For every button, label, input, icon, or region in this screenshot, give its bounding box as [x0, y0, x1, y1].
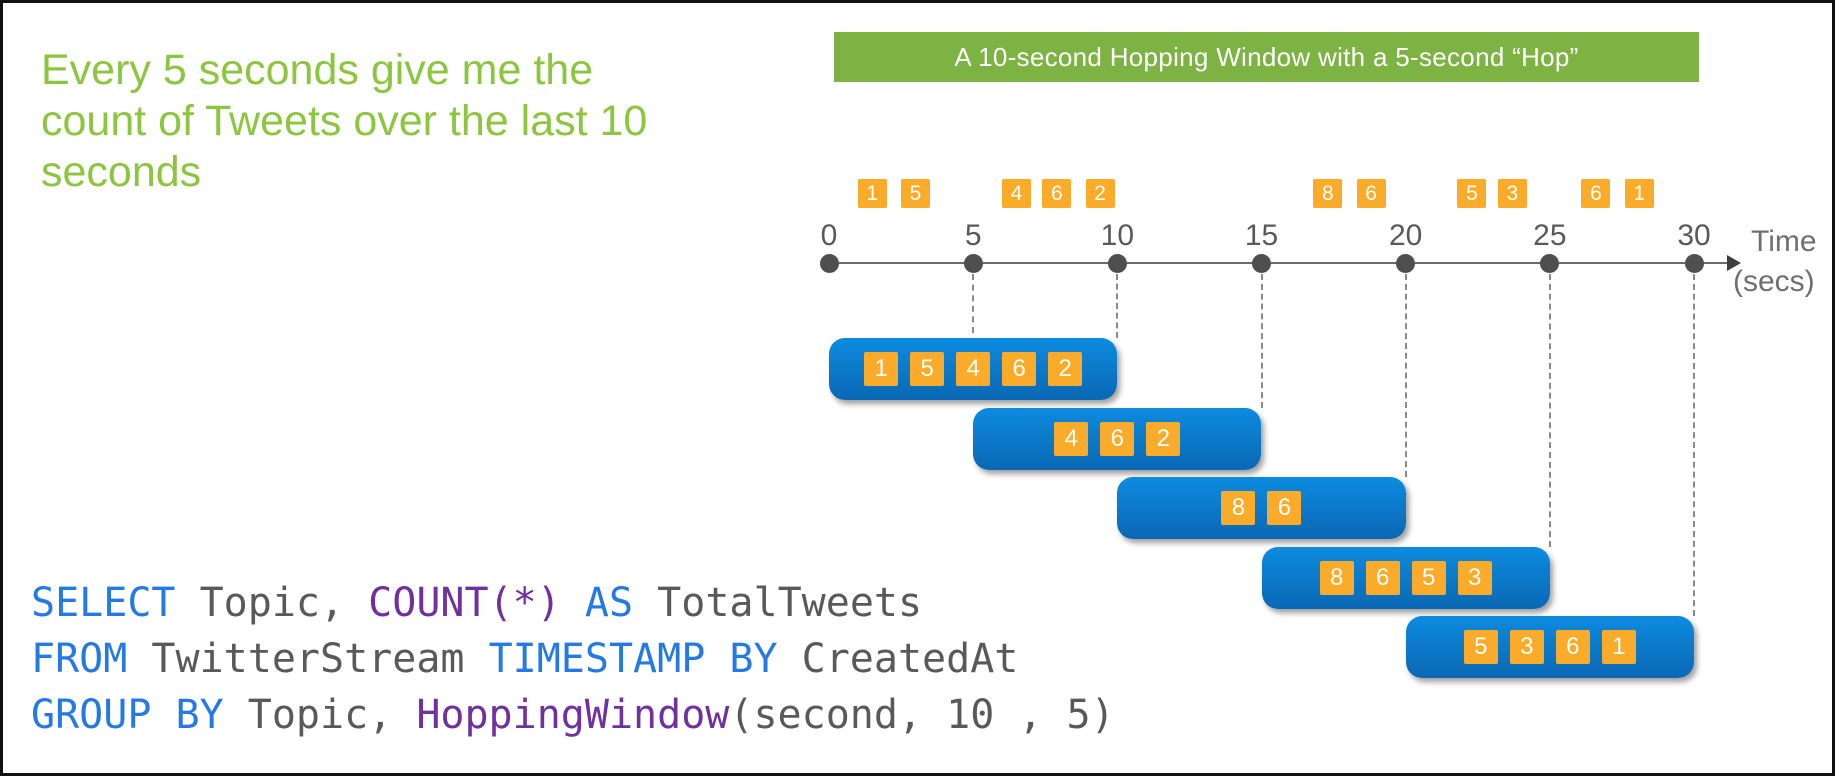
window-event-marker: 2: [1048, 352, 1083, 386]
title-banner-label: A 10-second Hopping Window with a 5-seco…: [954, 41, 1579, 72]
axis-tick-label: 10: [1100, 219, 1135, 252]
title-banner: A 10-second Hopping Window with a 5-seco…: [834, 32, 1699, 82]
timeline-event-marker: 5: [1457, 179, 1487, 208]
sql-code-line: GROUP BY Topic, HoppingWindow(second, 10…: [31, 687, 1115, 743]
sql-token-pl: CreatedAt: [777, 636, 1019, 682]
window-event-marker: 6: [1365, 560, 1400, 595]
sql-token-fn: HoppingWindow: [416, 692, 730, 738]
timeline-event-marker: 4: [1001, 179, 1031, 208]
window-event-marker: 8: [1319, 560, 1354, 595]
window-boundary-dashed-line: [972, 274, 975, 333]
axis-tick-label: 15: [1244, 219, 1279, 252]
window-event-marker: 6: [1002, 352, 1037, 386]
headline-line: Every 5 seconds give me the: [41, 46, 594, 94]
axis-tick-label: 30: [1677, 219, 1711, 252]
axis-tick-dot: [963, 253, 983, 273]
sql-code-line: FROM TwitterStream TIMESTAMP BY CreatedA…: [31, 631, 1115, 687]
axis-tick-dot: [1540, 253, 1560, 273]
timeline-event-marker: 8: [1313, 179, 1343, 208]
axis-tick-dot: [1684, 253, 1704, 273]
window-event-marker: 4: [956, 352, 991, 386]
timeline-event-marker: 6: [1042, 179, 1072, 208]
timeline-event-marker: 2: [1085, 179, 1115, 208]
window-event-marker: 4: [1054, 421, 1089, 456]
sql-token-kw: GROUP BY: [31, 692, 224, 738]
axis-tick-dot: [819, 253, 839, 273]
sql-code-line: SELECT Topic, COUNT(*) AS TotalTweets: [31, 575, 1115, 631]
sql-token-fn: COUNT(*): [368, 580, 561, 626]
headline-line: count of Tweets over the last 10: [41, 97, 648, 145]
sql-token-pl: Topic,: [223, 692, 417, 738]
window-event-marker: 5: [1411, 560, 1446, 595]
sql-token-pl: [561, 580, 585, 626]
sql-token-pl: TwitterStream: [127, 636, 489, 682]
time-axis-line: [829, 262, 1729, 264]
window-event-marker: 6: [1267, 491, 1302, 525]
window-event-marker: 5: [910, 352, 945, 386]
sql-token-pl: (second, 10 , 5): [729, 692, 1115, 738]
window-boundary-dashed-line: [1116, 274, 1119, 338]
axis-tick-label: 5: [964, 219, 982, 252]
timeline-event-marker: 6: [1581, 179, 1611, 208]
sql-token-kw: AS: [584, 580, 634, 626]
timeline-event-marker: 1: [1624, 179, 1654, 208]
window-event-marker: 2: [1146, 421, 1181, 456]
timeline-event-marker: 1: [857, 179, 887, 208]
axis-tick-dot: [1396, 253, 1416, 273]
sql-token-pl: TotalTweets: [633, 580, 923, 626]
sql-token-kw: FROM: [31, 636, 128, 682]
time-axis-unit-label: (secs): [1733, 265, 1815, 298]
window-event-marker: 6: [1555, 630, 1590, 664]
timeline-event-marker: 6: [1356, 179, 1386, 208]
window-event-marker: 1: [1601, 630, 1636, 664]
window-boundary-dashed-line: [1404, 274, 1407, 477]
window-event-marker: 5: [1463, 630, 1498, 664]
axis-tick-label: 25: [1533, 219, 1567, 252]
window-event-marker: 6: [1100, 421, 1135, 456]
sql-token-kw: SELECT: [31, 580, 176, 626]
window-boundary-dashed-line: [1548, 274, 1551, 547]
window-boundary-dashed-line: [1260, 274, 1263, 408]
sql-token-pl: Topic,: [175, 580, 369, 626]
window-event-marker: 3: [1509, 630, 1544, 664]
axis-tick-dot: [1252, 253, 1271, 273]
headline-line: seconds: [41, 148, 202, 196]
sql-token-kw: TIMESTAMP BY: [488, 636, 778, 682]
window-event-marker: 3: [1457, 560, 1492, 595]
timeline-event-marker: 3: [1497, 179, 1527, 208]
axis-tick-label: 0: [820, 219, 838, 252]
window-event-marker: 8: [1221, 491, 1256, 525]
window-boundary-dashed-line: [1693, 274, 1695, 616]
time-axis-label: Time: [1751, 225, 1817, 258]
axis-tick-label: 20: [1388, 219, 1423, 252]
timeline-event-marker: 5: [901, 179, 930, 208]
axis-tick-dot: [1107, 253, 1127, 273]
time-axis-arrow-icon: [1727, 255, 1741, 271]
window-event-marker: 1: [864, 352, 899, 386]
